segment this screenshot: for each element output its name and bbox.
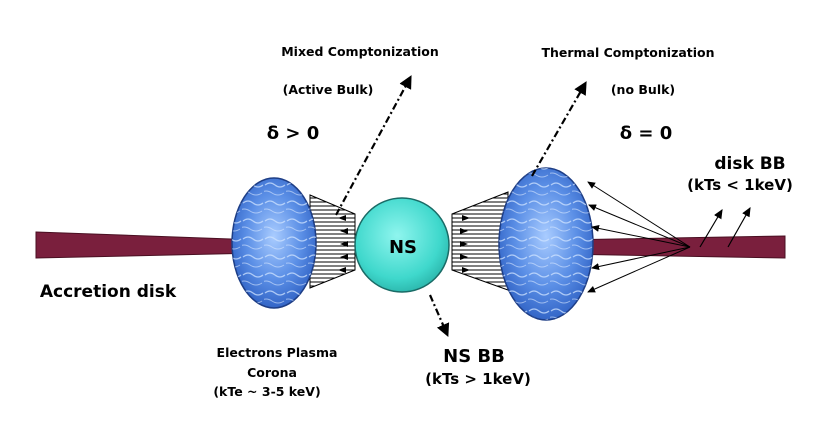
delta-left-label: δ > 0 bbox=[267, 123, 320, 144]
left-fan-arrows bbox=[338, 215, 348, 273]
disk-bb-escape-arrows bbox=[699, 206, 751, 248]
thermal-comptonization-subtitle: (no Bulk) bbox=[611, 82, 675, 97]
corona-label-line1: Electrons Plasma bbox=[217, 345, 338, 360]
delta-right-label: δ = 0 bbox=[620, 123, 673, 144]
right-corona bbox=[498, 167, 594, 321]
disk-bb-photons bbox=[587, 181, 691, 293]
accretion-disk-label: Accretion disk bbox=[40, 282, 177, 302]
thermal-comptonization-arrow bbox=[531, 81, 587, 177]
ns-bb-arrow bbox=[428, 294, 450, 338]
mixed-comptonization-arrow bbox=[335, 75, 412, 216]
thermal-comptonization-title: Thermal Comptonization bbox=[541, 45, 714, 60]
neutron-star bbox=[354, 197, 450, 293]
mixed-comptonization-title: Mixed Comptonization bbox=[281, 44, 439, 59]
disk-bb-label: disk BB bbox=[714, 154, 785, 174]
right-fan-arrows bbox=[460, 215, 470, 273]
mixed-comptonization-subtitle: (Active Bulk) bbox=[283, 82, 374, 97]
ns-bb-temp-label: (kTs > 1keV) bbox=[425, 370, 531, 388]
corona-label-line2: Corona bbox=[247, 365, 297, 380]
ns-bb-label: NS BB bbox=[443, 346, 505, 367]
accretion-disk-left bbox=[35, 231, 261, 259]
corona-label-line3: (kTe ~ 3-5 keV) bbox=[213, 384, 320, 399]
left-corona bbox=[231, 177, 317, 309]
disk-bb-temp-label: (kTs < 1keV) bbox=[687, 176, 793, 194]
ns-label: NS bbox=[389, 237, 417, 258]
